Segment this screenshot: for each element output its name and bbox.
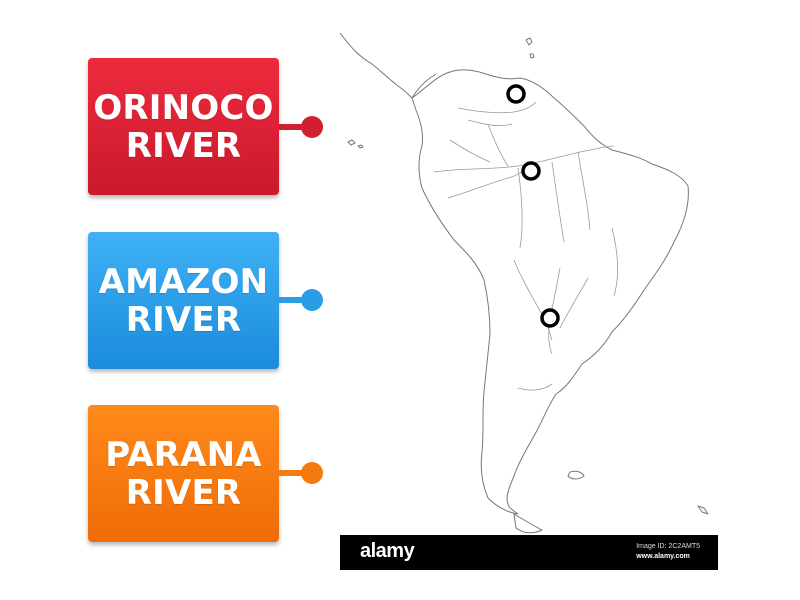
amazon-connector-dot[interactable] (301, 289, 323, 311)
orinoco-connector-line (279, 124, 305, 130)
map-target-orinoco[interactable] (506, 84, 526, 104)
caribbean-islands-outline (525, 37, 535, 59)
south-america-map (339, 32, 709, 534)
watermark-info: Image ID: 2C2AMT5 www.alamy.com (636, 542, 700, 562)
map-target-parana[interactable] (540, 308, 560, 328)
watermark-logo: alamy (360, 540, 415, 562)
card-label-line2: RIVER (125, 125, 242, 166)
watermark-bar: alamy Image ID: 2C2AMT5 www.alamy.com (340, 535, 718, 570)
orinoco-river-line (457, 101, 537, 114)
parana-connector-dot[interactable] (301, 462, 323, 484)
card-label-line1: PARANA (105, 434, 262, 475)
south-america-outline (411, 69, 689, 515)
map-target-amazon[interactable] (521, 161, 541, 181)
continent-outline (339, 32, 709, 534)
watermark-image-id: Image ID: 2C2AMT5 (636, 543, 700, 550)
orinoco-connector-dot[interactable] (301, 116, 323, 138)
parana-river-card[interactable]: PARANA RIVER (88, 405, 279, 542)
card-label-line2: RIVER (125, 299, 242, 340)
central-america-outline (339, 32, 437, 99)
islands-outline (347, 139, 364, 149)
falklands-outline (567, 470, 585, 480)
amazon-connector-line (279, 297, 305, 303)
card-label-line1: AMAZON (98, 261, 269, 302)
card-label-line2: RIVER (125, 472, 242, 513)
tierra-del-fuego-outline (513, 513, 543, 534)
river-network (433, 101, 619, 391)
orinoco-river-card[interactable]: ORINOCO RIVER (88, 58, 279, 195)
south-georgia-outline (697, 505, 709, 515)
card-label-line1: ORINOCO (93, 87, 274, 128)
amazon-river-line (433, 145, 615, 173)
watermark-url: www.alamy.com (636, 553, 690, 560)
amazon-river-card[interactable]: AMAZON RIVER (88, 232, 279, 369)
parana-connector-line (279, 470, 305, 476)
